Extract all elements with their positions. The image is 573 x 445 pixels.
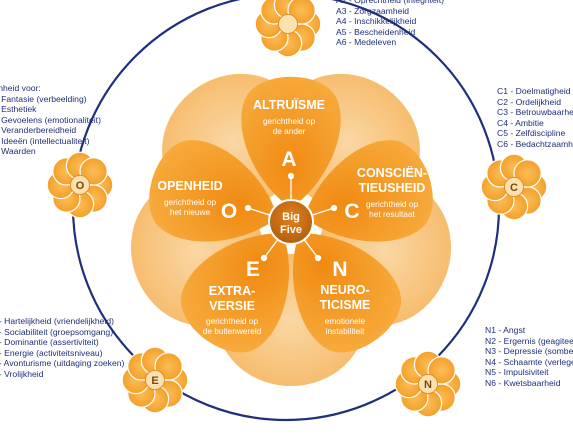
petal-extraversie — [181, 233, 289, 353]
flower-n: N — [394, 350, 462, 418]
facet-list-e: E1 - Hartelijkheid (vriendelijkheid)E2 -… — [0, 316, 124, 379]
flower-a — [254, 0, 322, 58]
facet-item: A5 - Bescheidenheid — [336, 26, 416, 37]
petal-conscientieusheid — [304, 140, 433, 242]
center-line-2: Five — [280, 224, 302, 236]
flower-c-letter: C — [510, 182, 518, 194]
openheid-sub-2: het nieuwe — [170, 207, 211, 217]
conscientieusheid-letter: C — [344, 200, 359, 223]
petal-openheid — [149, 140, 278, 242]
altruisme-sub-2: de ander — [273, 126, 306, 136]
flower-e-letter: E — [151, 375, 158, 387]
altruisme-sub-1: gerichtheid op — [263, 116, 316, 126]
facet-item: O4 - Veranderbereidheid — [0, 125, 77, 135]
facet-flowers: C N E O — [46, 0, 548, 418]
big-five-center: Big Five — [268, 199, 314, 245]
facet-item: E2 - Sociabiliteit (groepsomgang) — [0, 326, 114, 337]
neuroticisme-sub-1: emotionele — [325, 316, 366, 326]
facet-item: A6 - Medeleven — [336, 37, 397, 47]
facet-item: E4 - Energie (activiteitsniveau) — [0, 347, 103, 358]
facet-item: N4 - Schaamte (verlegenheid) — [485, 356, 573, 367]
facet-item: A4 - Inschikkelijkheid — [336, 16, 417, 26]
facet-item: N6 - Kwetsbaarheid — [485, 377, 561, 388]
flower-n-letter: N — [424, 379, 432, 391]
neuroticisme-letter: N — [332, 258, 347, 281]
facet-item: E5 - Avonturisme (uitdaging zoeken) — [0, 358, 125, 368]
neuroticisme-sub-2: instabiliteit — [326, 326, 365, 336]
facet-item: O1 - Fantasie (verbeelding) — [0, 93, 87, 104]
facet-list-a: A2 - Oprechtheid (integriteit)A3 - Zorgz… — [336, 0, 444, 48]
facet-item: N1 - Angst — [485, 325, 526, 335]
conscientieusheid-sub-1: gerichtheid op — [366, 199, 419, 209]
openheid-sub-1: gerichtheid op — [164, 197, 217, 207]
label-extraversie: EXTRA- VERSIE gerichtheid op de buitenwe… — [203, 258, 262, 336]
petal-neuroticisme — [293, 233, 401, 353]
facet-item: E3 - Dominantie (assertiviteit) — [0, 337, 99, 347]
facet-item: E6 - Vrolijkheid — [0, 368, 44, 379]
neuroticisme-title-1: NEURO- — [320, 283, 369, 297]
facet-item: O5 - Ideeën (intellectualiteit) — [0, 135, 90, 146]
facet-item: N2 - Ergernis (geagiteerdheid) — [485, 335, 573, 346]
openheid-title: OPENHEID — [157, 179, 222, 193]
facet-item: Openheid voor: — [0, 83, 41, 93]
extraversie-title-1: EXTRA- — [209, 284, 256, 298]
petal-altruisme — [241, 76, 341, 208]
facet-item: A3 - Zorgzaamheid — [336, 5, 410, 16]
altruisme-title: ALTRUÏSME — [253, 97, 325, 112]
conscientieusheid-title-1: CONSCIËN- — [357, 165, 427, 180]
flower-c: C — [480, 153, 548, 221]
facet-item: C5 - Zelfdiscipline — [497, 128, 566, 138]
facet-item: C3 - Betrouwbaarheid — [497, 107, 573, 117]
facet-item: C6 - Bedachtzaamheid — [497, 138, 573, 149]
facet-item: N5 - Impulsiviteit — [485, 367, 549, 377]
facet-item: E1 - Hartelijkheid (vriendelijkheid) — [0, 316, 115, 326]
label-neuroticisme: NEURO- TICISME emotionele instabiliteit … — [320, 258, 371, 336]
flower-e: E — [121, 346, 189, 414]
facet-item: N3 - Depressie (somberheid) — [485, 346, 573, 356]
facet-item: O6 - Waarden — [0, 146, 36, 156]
extraversie-letter: E — [246, 258, 260, 281]
openheid-letter: O — [221, 200, 237, 223]
extraversie-sub-2: de buitenwereld — [203, 326, 262, 336]
facet-item: O3 - Gevoelens (emotionaliteit) — [0, 114, 101, 125]
facet-item: A2 - Oprechtheid (integriteit) — [336, 0, 444, 5]
neuroticisme-title-2: TICISME — [320, 298, 371, 312]
flower-o: O — [46, 151, 114, 219]
label-openheid: OPENHEID gerichtheid op het nieuwe O — [157, 179, 237, 223]
facet-list-o: Openheid voor:O1 - Fantasie (verbeelding… — [0, 83, 101, 157]
conscientieusheid-title-2: TIEUSHEID — [359, 181, 426, 195]
extraversie-sub-1: gerichtheid op — [206, 316, 259, 326]
facet-item: O2 - Esthetiek — [0, 104, 37, 114]
facet-item: C2 - Ordelijkheid — [497, 96, 561, 107]
altruisme-letter: A — [281, 148, 296, 171]
facet-item: C1 - Doelmatigheid — [497, 86, 571, 96]
center-line-1: Big — [282, 211, 300, 223]
extraversie-title-2: VERSIE — [209, 299, 255, 313]
label-conscientieusheid: CONSCIËN- TIEUSHEID gerichtheid op het r… — [344, 165, 427, 223]
conscientieusheid-sub-2: het resultaat — [369, 209, 415, 219]
flower-o-letter: O — [76, 180, 85, 192]
label-altruisme: ALTRUÏSME gerichtheid op de ander A — [253, 97, 325, 171]
facet-item: C4 - Ambitie — [497, 117, 544, 128]
